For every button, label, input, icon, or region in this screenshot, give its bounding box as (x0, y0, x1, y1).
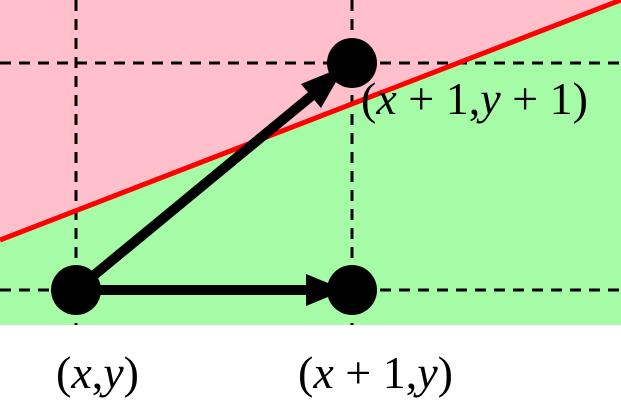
label-origin: (x,y) (56, 347, 139, 398)
label-right: (x + 1,y) (298, 347, 453, 398)
filled-circle-icon-right (327, 265, 377, 315)
triangle-arrow-icon-right (306, 274, 345, 306)
filled-circle-icon-diagonal (327, 38, 377, 88)
arrow-diagonal (72, 89, 319, 294)
label-diagonal: (x + 1,y + 1) (361, 73, 588, 124)
step-arrows (72, 89, 319, 295)
lower-region (0, 0, 621, 325)
filled-circle-icon-origin (51, 265, 101, 315)
boundary-line (0, 0, 621, 243)
